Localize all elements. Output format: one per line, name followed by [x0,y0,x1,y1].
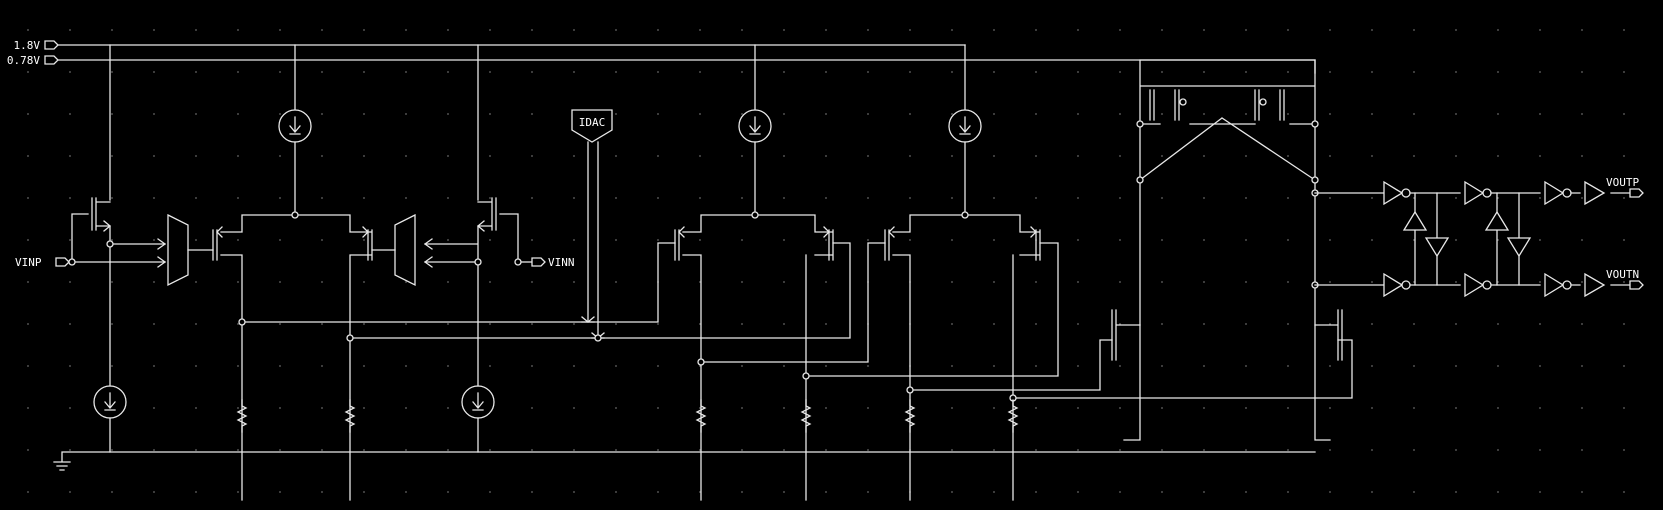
supply-rails [54,44,1316,201]
inverter-icon [1544,273,1572,297]
output-stage [1314,192,1631,286]
node-dot [68,258,76,266]
latch-block [1111,59,1343,441]
grid-dots [27,29,1625,493]
comparator-icon [394,213,416,287]
buffer-icon [1584,181,1605,205]
node-dot [514,258,522,266]
input-p-port-icon [55,257,70,267]
inverter-icon [1544,181,1572,205]
current-source-icon [461,385,495,419]
input-n-label: VINN [548,256,575,269]
supply-1v8-port-icon [44,40,59,50]
idac-label: IDAC [579,116,606,129]
supply-1v8-label: 1.8V [14,39,41,52]
input-n-port-icon [531,257,546,267]
supply-0v78-port-icon [44,55,59,65]
comparator-icon [167,213,189,287]
inverter-icon [1383,273,1411,297]
output-n-label: VOUTN [1606,268,1639,281]
input-p-follower [71,197,166,387]
inverter-icon [1383,181,1411,205]
diff-pair-3 [884,214,1041,501]
buffer-icon [1584,273,1605,297]
cross-inverters [1402,210,1532,258]
supply-0v78-label: 0.78V [7,54,40,67]
inverter-icon [1464,181,1492,205]
diff-pair-2 [674,214,834,501]
current-source-icon [738,109,772,143]
ground-bus [53,451,1316,471]
diff-pair-1 [212,214,373,501]
current-source-icon [278,109,312,143]
idac-wires [587,141,599,339]
output-p-port-icon [1629,188,1644,198]
inverter-icon [1464,273,1492,297]
input-n-follower [424,197,519,387]
bias-wires [109,141,966,453]
input-p-label: VINP [15,256,42,269]
idac-block [571,109,613,143]
current-source-icon [93,385,127,419]
output-n-port-icon [1629,280,1644,290]
output-p-label: VOUTP [1606,176,1639,189]
current-source-icon [948,109,982,143]
